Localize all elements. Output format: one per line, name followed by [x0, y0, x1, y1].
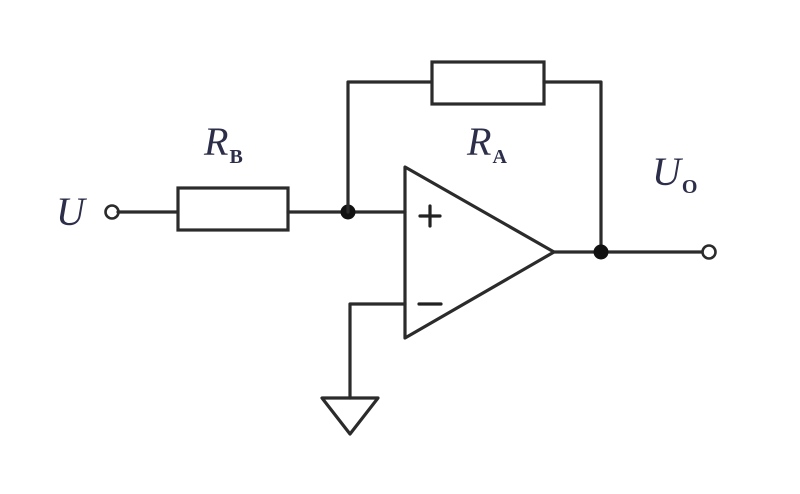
input-voltage-label: U	[56, 192, 85, 232]
ground-wire	[348, 302, 407, 400]
resistor-ra-symbol: R	[467, 119, 492, 164]
output-voltage-subscript: O	[681, 176, 698, 198]
output-terminal	[701, 244, 717, 260]
feedback-wire-right	[542, 80, 603, 254]
op-amp-triangle	[403, 165, 556, 340]
resistor-ra	[430, 60, 546, 106]
resistor-rb-subscript: B	[229, 146, 243, 168]
ground-icon	[320, 396, 380, 436]
resistor-rb	[176, 186, 290, 232]
output-voltage-symbol: U	[652, 149, 681, 194]
resistor-ra-label: RA	[467, 119, 507, 168]
resistor-rb-symbol: R	[204, 119, 229, 164]
resistor-rb-label: RB	[204, 119, 243, 168]
output-junction-node	[593, 244, 609, 260]
resistor-ra-subscript: A	[492, 146, 507, 168]
feedback-wire-left	[346, 80, 434, 214]
input-voltage-symbol: U	[56, 189, 85, 234]
output-voltage-label: UO	[652, 149, 698, 198]
noninverting-input-symbol	[418, 204, 442, 228]
